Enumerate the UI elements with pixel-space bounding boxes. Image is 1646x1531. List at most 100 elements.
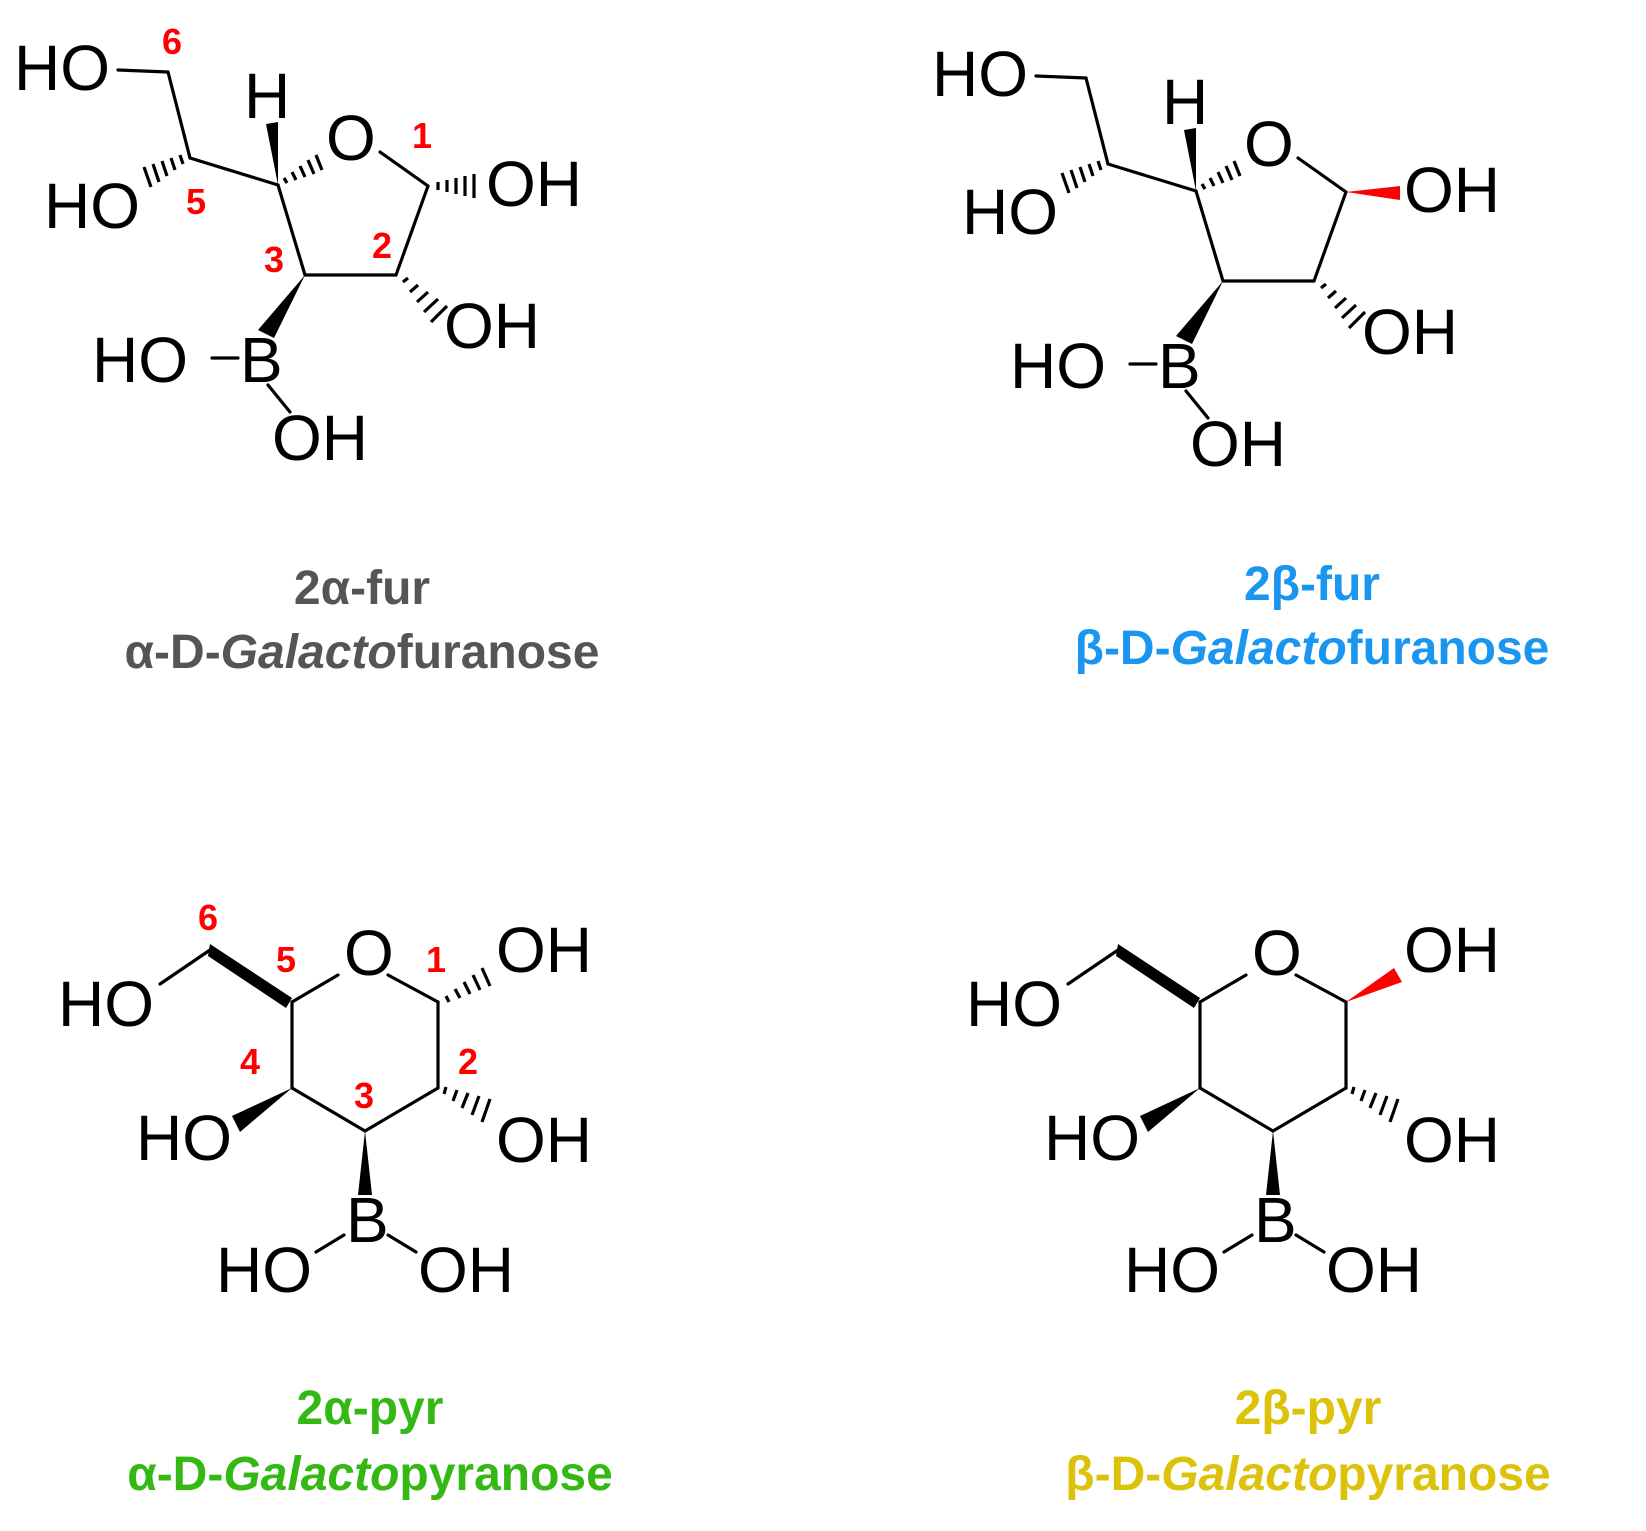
caption-name-2a-fur: α-D-Galactofuranose	[125, 626, 600, 679]
bond-b-oh	[1184, 389, 1210, 420]
label-ring-o: O	[1244, 108, 1294, 180]
hash-c1-oh	[436, 174, 476, 198]
wedge-c4-h	[266, 122, 278, 185]
bond-c3-c4	[1194, 189, 1225, 283]
hash-c4-o	[1200, 160, 1242, 190]
wedge-c3-b	[258, 275, 305, 338]
locant-6: 6	[162, 21, 182, 62]
wedge-c1-oh	[1346, 968, 1402, 1002]
bond-b-o-left	[314, 1233, 346, 1254]
locant-3: 3	[354, 1075, 374, 1116]
caption-name-2a-pyr: α-D-Galactopyranose	[127, 1448, 613, 1501]
hash-c2-oh	[442, 1086, 492, 1123]
label-oh2: OH	[496, 1104, 592, 1176]
bond-c1-c2	[394, 184, 430, 277]
bond-c5-c4	[188, 156, 280, 187]
bond-c6-c5	[1084, 76, 1110, 166]
caption-code-2b-pyr: 2β-pyr	[1235, 1382, 1382, 1435]
label-hob: HO	[216, 1234, 312, 1306]
label-ho6: HO	[58, 968, 154, 1040]
wedge-c1-oh	[1346, 186, 1400, 200]
wedge-c4-oh	[1140, 1088, 1200, 1132]
bond-c5-o	[1198, 973, 1248, 1004]
hash-c4-o	[282, 154, 324, 184]
label-b: B	[1254, 1184, 1297, 1256]
hash-c2-oh	[402, 276, 449, 324]
wedge-c5-c6	[208, 944, 292, 1008]
bond-c1-c2	[1312, 190, 1348, 283]
label-oh1: OH	[1404, 914, 1500, 986]
label-h: H	[244, 60, 290, 132]
bond-o6-c6	[116, 68, 170, 74]
bond-b-o-right	[1294, 1233, 1326, 1254]
bond-c2-c3	[1271, 1086, 1348, 1133]
hash-c1-oh	[444, 967, 492, 1003]
bond-o-c1	[378, 150, 430, 188]
hash-c5-oh	[1060, 160, 1103, 194]
label-oh2: OH	[1404, 1104, 1500, 1176]
locant-4: 4	[240, 1041, 260, 1082]
structure-2a-pyr: HO O OH HO OH B HO OH 6 5 1 4 2 3 2α-pyr…	[58, 897, 613, 1501]
bond-c5-c4	[1106, 162, 1198, 193]
bond-c6-c5	[166, 70, 192, 160]
bond-c3-c4	[276, 183, 307, 277]
locant-2: 2	[372, 225, 392, 266]
locant-2: 2	[458, 1041, 478, 1082]
label-hob: HO	[1124, 1234, 1220, 1306]
label-ho4: HO	[136, 1102, 232, 1174]
label-ring-o: O	[344, 917, 394, 989]
label-ring-o: O	[326, 102, 376, 174]
hash-c2-oh	[1320, 282, 1367, 330]
label-ring-o: O	[1252, 917, 1302, 989]
label-h: H	[1162, 66, 1208, 138]
hash-c2-oh	[1350, 1086, 1400, 1123]
label-oh1: OH	[1404, 154, 1500, 226]
caption-code-2b-fur: 2β-fur	[1244, 558, 1380, 611]
label-oh1: OH	[486, 148, 582, 220]
wedge-c3-b	[1176, 281, 1223, 344]
label-hob: HO	[92, 324, 188, 396]
locant-1: 1	[426, 939, 446, 980]
locant-6: 6	[198, 897, 218, 938]
bond-c3-c4	[290, 1086, 367, 1133]
caption-name-2b-pyr: β-D-Galactopyranose	[1065, 1448, 1550, 1501]
label-b: B	[1158, 330, 1201, 402]
bond-o6-c6	[158, 948, 212, 986]
label-ho5: HO	[44, 170, 140, 242]
hash-c5-oh	[142, 154, 185, 188]
label-boh: OH	[1326, 1234, 1422, 1306]
label-ho4: HO	[1044, 1102, 1140, 1174]
label-hob: HO	[1010, 330, 1106, 402]
caption-code-2a-pyr: 2α-pyr	[297, 1382, 444, 1435]
locant-1: 1	[412, 115, 432, 156]
bond-o6-c6	[1034, 74, 1088, 80]
label-oh2: OH	[1362, 296, 1458, 368]
locant-5: 5	[276, 939, 296, 980]
label-boh: OH	[272, 402, 368, 474]
label-oh2: OH	[444, 290, 540, 362]
label-ho6: HO	[14, 32, 110, 104]
structure-2b-fur: HO H O OH HO OH HO B OH 2β-fur β-D-Galac…	[932, 38, 1549, 675]
label-b: B	[346, 1184, 389, 1256]
bond-o-c1	[386, 973, 440, 1004]
structure-2b-pyr: HO O OH HO OH B HO OH 2β-pyr β-D-Galacto…	[966, 914, 1551, 1501]
structure-2a-fur: HO H O OH HO OH HO B OH 6 1 5 3 2 2α-fur…	[14, 21, 599, 679]
label-ho6: HO	[932, 38, 1028, 110]
bond-c2-c3	[363, 1086, 440, 1133]
wedge-c3-b	[1266, 1131, 1280, 1195]
bond-c3-c4	[1198, 1086, 1275, 1133]
wedge-c4-h	[1184, 128, 1196, 191]
bond-b-o-right	[386, 1233, 418, 1254]
caption-code-2a-fur: 2α-fur	[294, 562, 430, 615]
bond-o6-c6	[1066, 948, 1120, 986]
label-ho5: HO	[962, 176, 1058, 248]
label-b: B	[240, 324, 283, 396]
label-ho6: HO	[966, 968, 1062, 1040]
wedge-c5-c6	[1116, 944, 1200, 1008]
bond-o-c1	[1296, 156, 1348, 194]
bond-b-o-left	[1222, 1233, 1254, 1254]
label-boh: OH	[1190, 408, 1286, 480]
label-boh: OH	[418, 1234, 514, 1306]
